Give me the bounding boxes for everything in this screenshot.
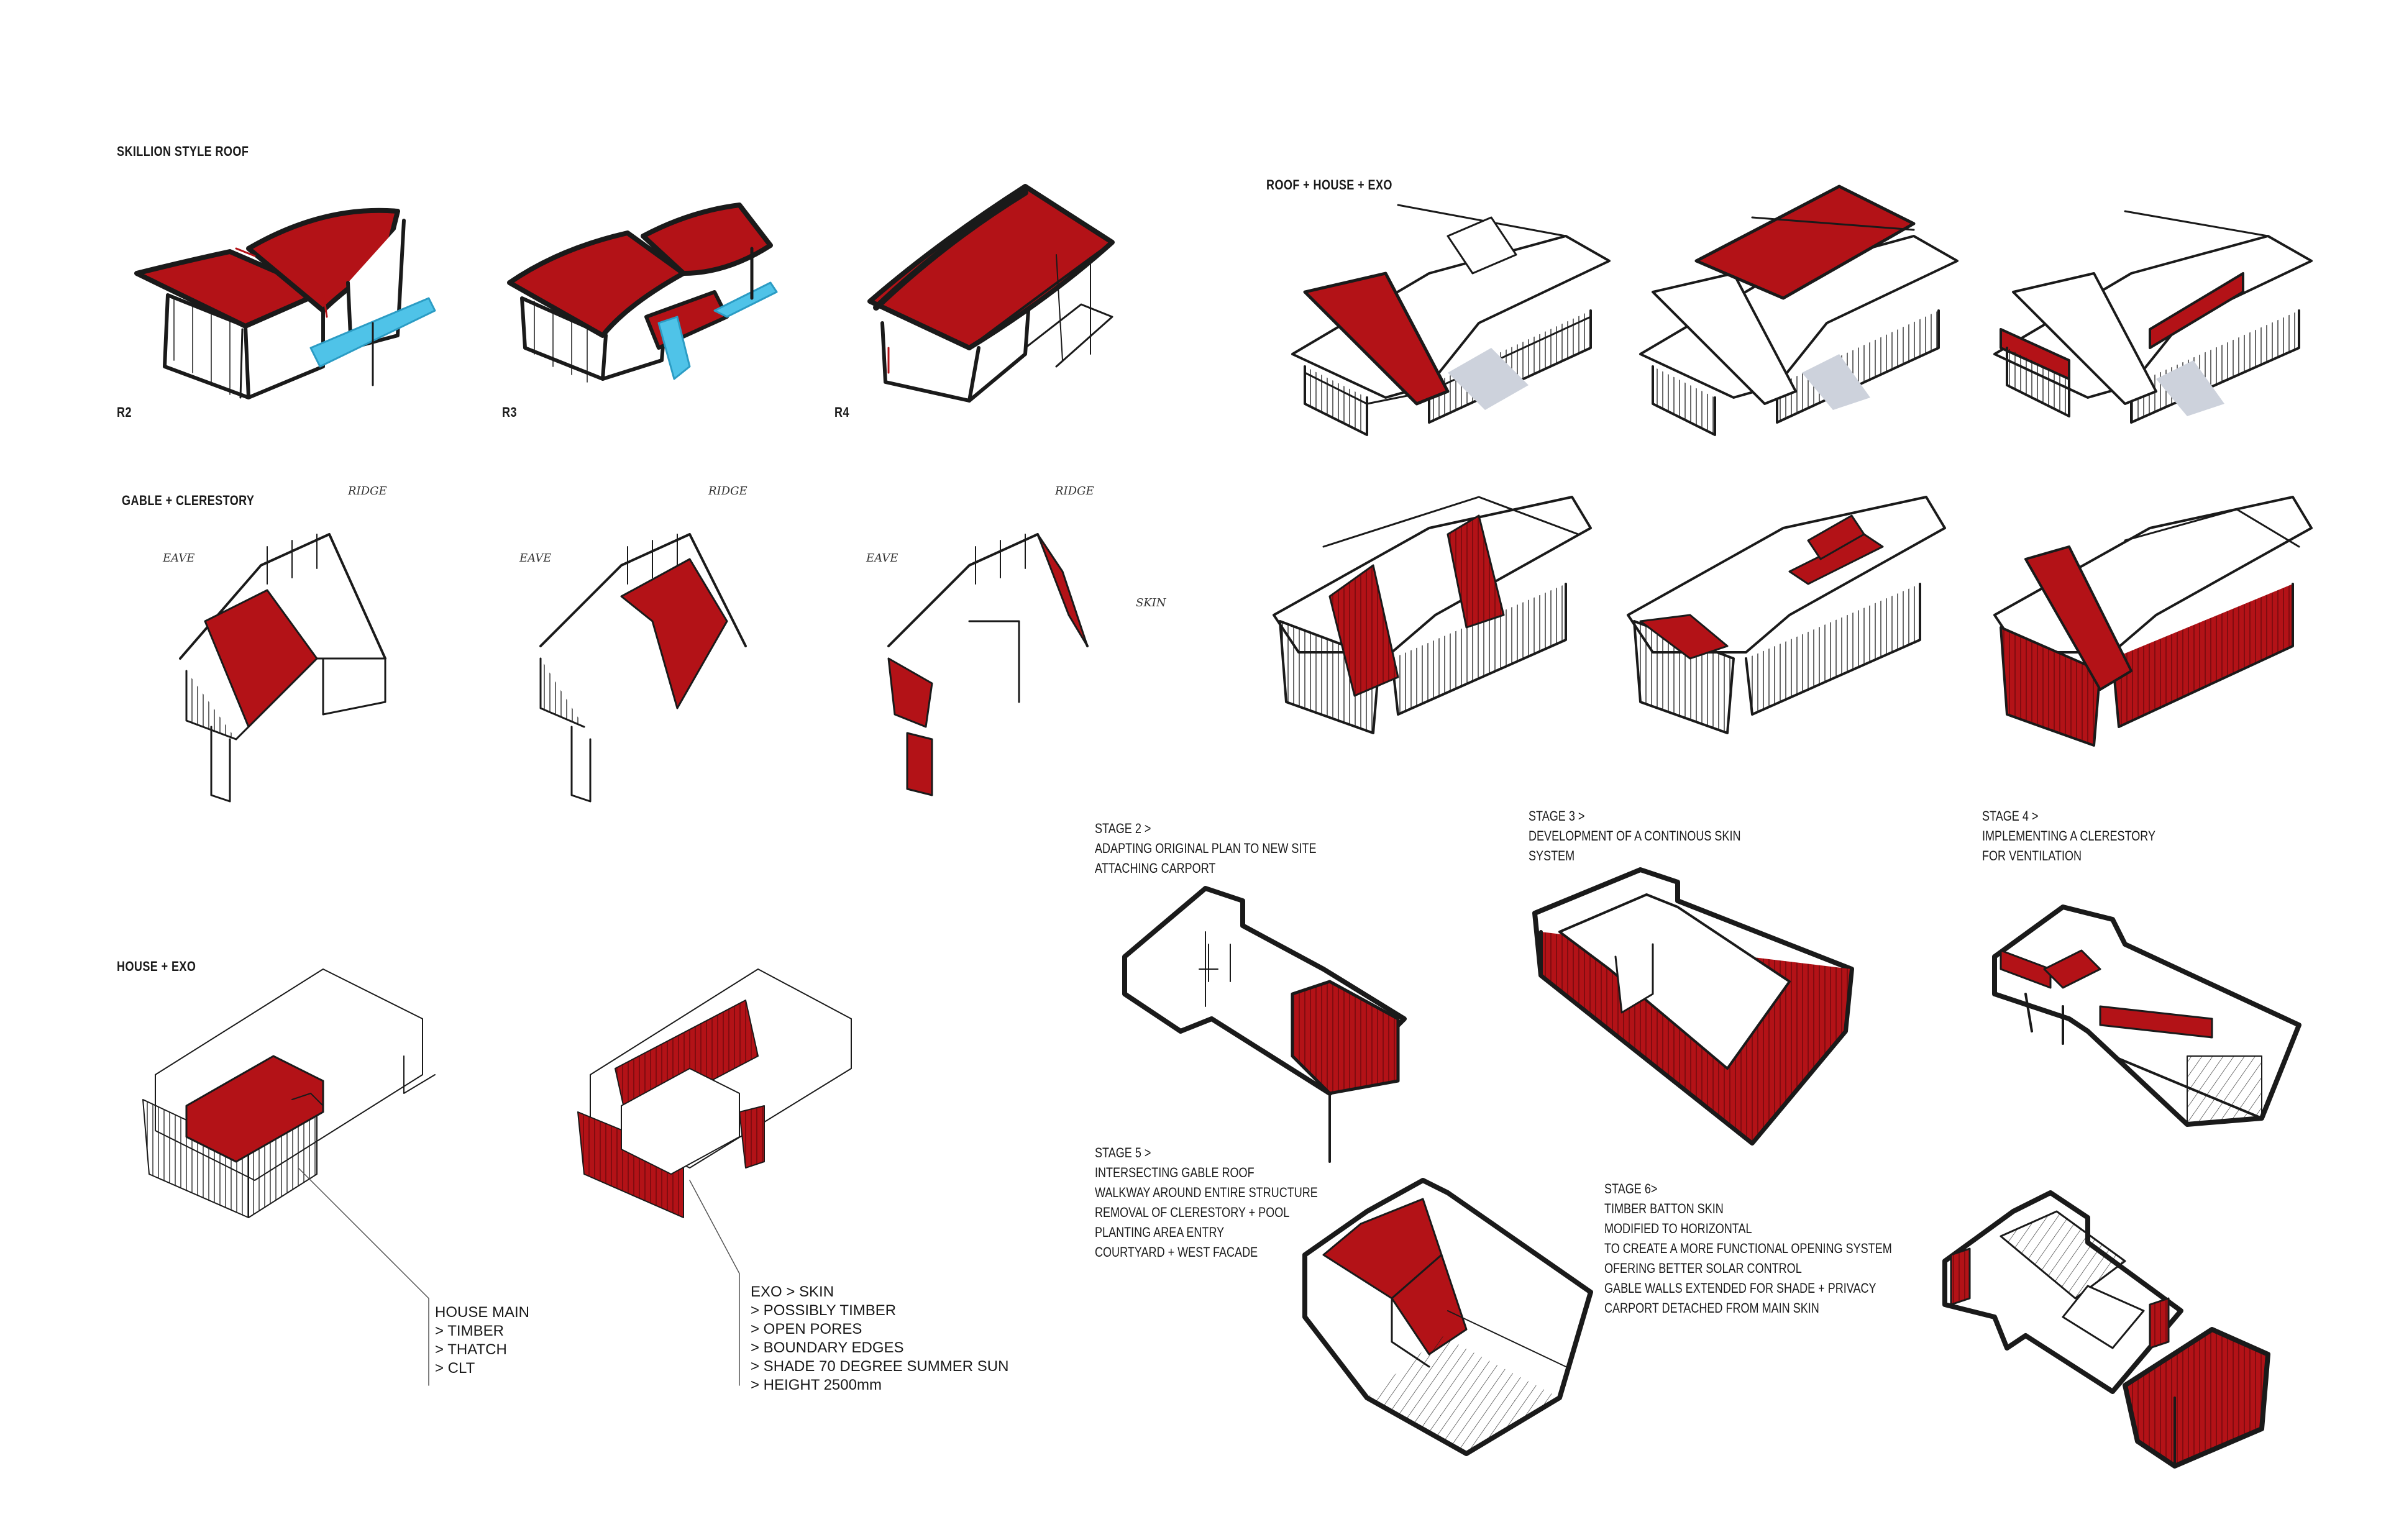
roof-house-exo-4-sketch xyxy=(1273,496,1592,734)
exo-line-5: > SHADE 70 DEGREE SUMMER SUN xyxy=(751,1358,1009,1375)
stage-2-line-1: STAGE 2 > xyxy=(1095,821,1151,836)
skillion-r2-sketch xyxy=(134,207,436,399)
stage-4-line-3: FOR VENTILATION xyxy=(1982,848,2082,863)
gable-title: GABLE + CLERESTORY xyxy=(122,493,255,508)
leader-house-main xyxy=(298,1167,429,1386)
skillion-r3-sketch xyxy=(507,203,778,383)
gable-ridge-label-3: RIDGE xyxy=(1055,485,1094,498)
exo-line-2: > POSSIBLY TIMBER xyxy=(751,1302,897,1319)
roof-house-exo-title: ROOF + HOUSE + EXO xyxy=(1266,177,1392,193)
house-main-note: HOUSE MAIN > TIMBER > THATCH > CLT xyxy=(435,1303,529,1378)
stage-2-line-2: ADAPTING ORIGINAL PLAN TO NEW SITE xyxy=(1095,841,1317,856)
stage-6-line-4: TO CREATE A MORE FUNCTIONAL OPENING SYST… xyxy=(1604,1241,1892,1256)
roof-house-exo-2-sketch xyxy=(1639,185,1959,436)
exo-note: EXO > SKIN > POSSIBLY TIMBER > OPEN PORE… xyxy=(751,1283,1008,1395)
gable-skin-label: SKIN xyxy=(1136,596,1166,609)
house-main-line-3: > THATCH xyxy=(435,1341,507,1358)
stage-3-line-3: SYSTEM xyxy=(1529,848,1575,863)
house-main-line-4: > CLT xyxy=(435,1360,475,1377)
gable-clerestory-1-sketch xyxy=(179,533,386,803)
stage-6-line-1: STAGE 6> xyxy=(1604,1181,1658,1196)
gable-clerestory-3-sketch xyxy=(887,533,1089,796)
gable-eave-label-1: EAVE xyxy=(163,552,195,565)
house-main-line-2: > TIMBER xyxy=(435,1323,504,1339)
house-main-line-1: HOUSE MAIN xyxy=(435,1304,530,1321)
stage-2-line-3: ATTACHING CARPORT xyxy=(1095,860,1216,876)
skillion-r3-label: R3 xyxy=(502,404,517,420)
stage-5-sketch xyxy=(1302,1178,1593,1456)
stage-4-sketch xyxy=(1992,904,2301,1127)
skillion-r4-sketch xyxy=(867,184,1115,403)
skillion-title: SKILLION STYLE ROOF xyxy=(117,144,249,159)
house-exo-1-sketch xyxy=(142,968,436,1218)
stage-6-line-6: GABLE WALLS EXTENDED FOR SHADE + PRIVACY xyxy=(1604,1280,1876,1296)
roof-house-exo-5-sketch xyxy=(1627,496,1946,734)
stage-4-line-2: IMPLEMENTING A CLERESTORY xyxy=(1982,828,2156,844)
exo-line-4: > BOUNDARY EDGES xyxy=(751,1339,904,1356)
gable-eave-label-2: EAVE xyxy=(519,552,552,565)
house-exo-2-sketch xyxy=(577,968,852,1218)
exo-line-1: EXO > SKIN xyxy=(751,1283,834,1300)
stage-5-line-5: PLANTING AREA ENTRY xyxy=(1095,1224,1225,1240)
exo-line-6: > HEIGHT 2500mm xyxy=(751,1377,882,1393)
gable-clerestory-2-sketch xyxy=(539,533,747,803)
stage-6-line-2: TIMBER BATTON SKIN xyxy=(1604,1201,1724,1216)
stage-3-line-1: STAGE 3 > xyxy=(1529,808,1585,824)
skillion-r4-label: R4 xyxy=(834,404,849,420)
stage-4-text: STAGE 4 > IMPLEMENTING A CLERESTORY FOR … xyxy=(1982,806,2193,866)
roof-house-exo-3-sketch xyxy=(1993,210,2313,424)
stage-5-line-4: REMOVAL OF CLERESTORY + POOL xyxy=(1095,1205,1290,1220)
roof-house-exo-6-sketch xyxy=(1993,496,2313,747)
stage-3-line-2: DEVELOPMENT OF A CONTINOUS SKIN xyxy=(1529,828,1741,844)
gable-ridge-label-2: RIDGE xyxy=(708,485,747,498)
gable-eave-label-3: EAVE xyxy=(866,552,898,565)
stage-6-text: STAGE 6> TIMBER BATTON SKIN MODIFIED TO … xyxy=(1604,1179,1955,1318)
leader-exo xyxy=(689,1180,740,1386)
stage-6-line-5: OFERING BETTER SOLAR CONTROL xyxy=(1604,1260,1802,1276)
stage-5-text: STAGE 5 > INTERSECTING GABLE ROOF WALKWA… xyxy=(1095,1143,1367,1262)
stage-5-line-6: COURTYARD + WEST FACADE xyxy=(1095,1244,1258,1260)
skillion-r2-label: R2 xyxy=(117,404,132,420)
stage-2-sketch xyxy=(1122,886,1407,1163)
gable-ridge-label-1: RIDGE xyxy=(348,485,387,498)
exo-line-3: > OPEN PORES xyxy=(751,1321,862,1337)
roof-house-exo-1-sketch xyxy=(1291,204,1611,436)
stage-6-line-3: MODIFIED TO HORIZONTAL xyxy=(1604,1221,1752,1236)
stage-6-line-7: CARPORT DETACHED FROM MAIN SKIN xyxy=(1604,1300,1819,1316)
house-exo-title: HOUSE + EXO xyxy=(117,959,196,974)
stage-5-line-1: STAGE 5 > xyxy=(1095,1145,1151,1160)
stage-2-text: STAGE 2 > ADAPTING ORIGINAL PLAN TO NEW … xyxy=(1095,819,1365,878)
stage-5-line-3: WALKWAY AROUND ENTIRE STRUCTURE xyxy=(1095,1185,1318,1200)
stage-6-sketch xyxy=(1942,1190,2270,1469)
stage-3-sketch xyxy=(1532,867,1854,1146)
stage-4-line-1: STAGE 4 > xyxy=(1982,808,2039,824)
stage-3-text: STAGE 3 > DEVELOPMENT OF A CONTINOUS SKI… xyxy=(1529,806,1787,866)
stage-5-line-2: INTERSECTING GABLE ROOF xyxy=(1095,1165,1255,1180)
